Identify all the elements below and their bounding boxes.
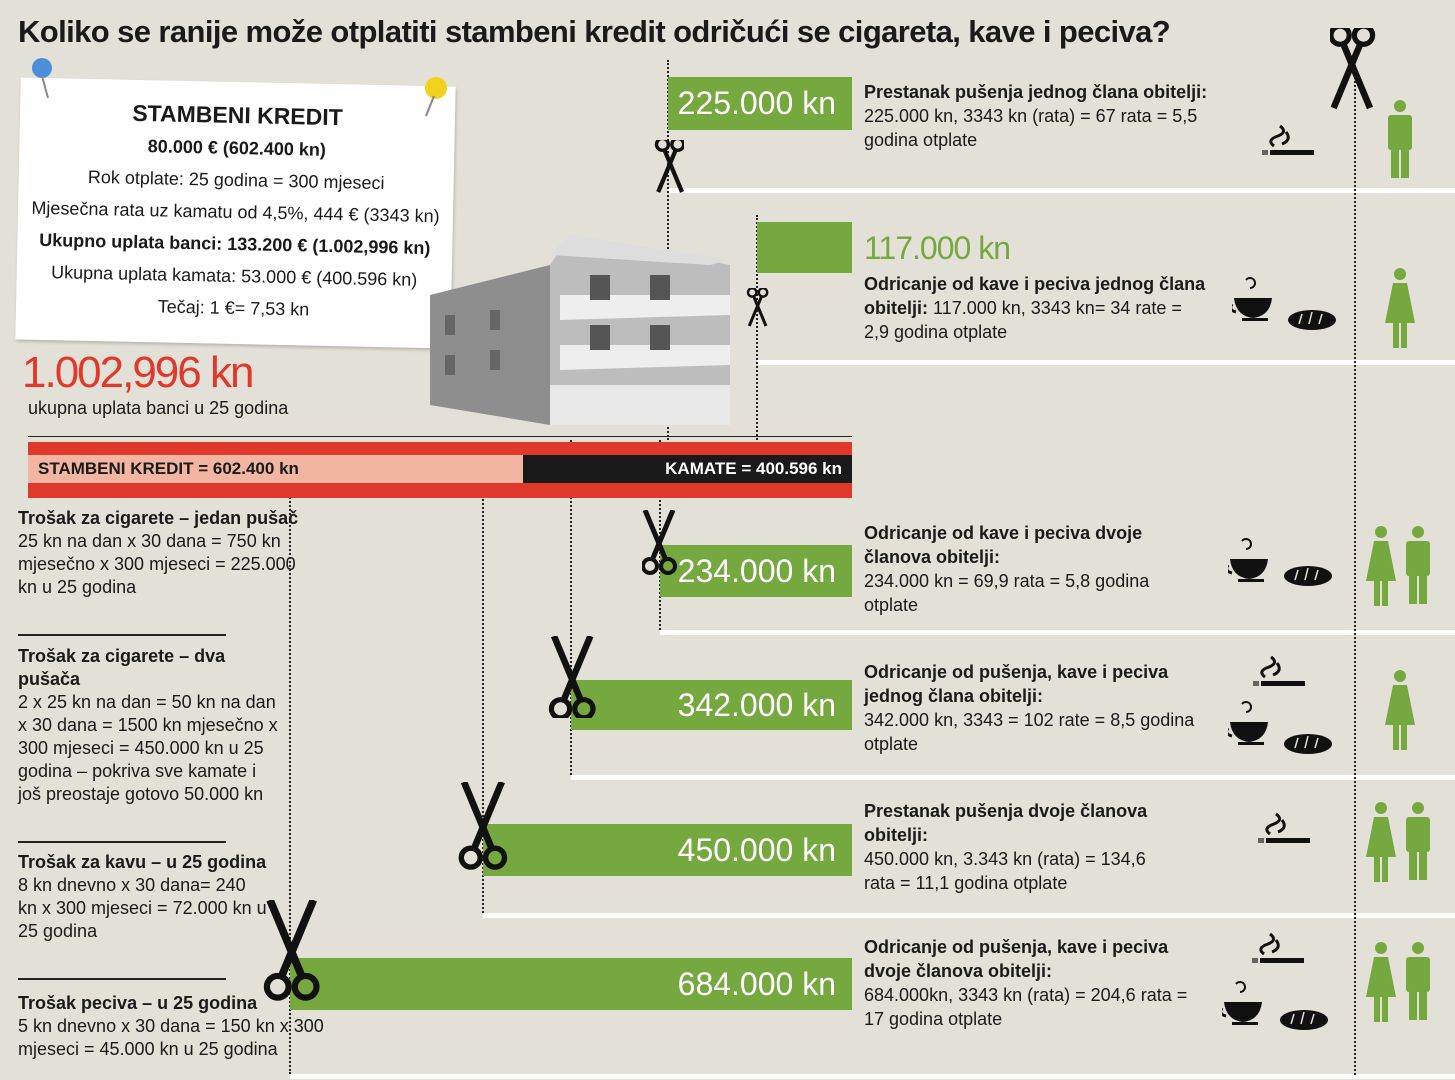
scenario-title: Odricanje od pušenja, kave i peciva dvoj… xyxy=(864,937,1169,981)
row-divider xyxy=(290,1074,1455,1079)
scenario-desc-5: Prestanak pušenja dvoje članova obitelji… xyxy=(864,799,1164,895)
savings-amount: 342.000 kn xyxy=(677,686,836,723)
woman-icon xyxy=(1366,526,1396,606)
savings-amount: 225.000 kn xyxy=(677,85,836,121)
coffee-cup-icon xyxy=(1228,700,1270,747)
savings-amount: 117.000 kn xyxy=(864,230,1011,266)
loan-interest-segment: KAMATE = 400.596 kn xyxy=(522,455,852,483)
scenario-desc-3: Odricanje od kave i peciva dvoje članova… xyxy=(864,521,1164,617)
note-text: 8 kn dnevno x 30 dana= 240 kn x 300 mjes… xyxy=(18,875,267,941)
scenario-text: 450.000 kn, 3.343 kn (rata) = 134,6 rata… xyxy=(864,849,1146,893)
dotted-guide xyxy=(482,490,484,913)
scenario-desc-6: Odricanje od pušenja, kave i peciva dvoj… xyxy=(864,935,1204,1031)
bread-icon xyxy=(1284,566,1333,587)
note-divider xyxy=(18,634,226,636)
principal-label: STAMBENI KREDIT = 602.400 kn xyxy=(38,459,299,478)
loan-bar-frame: STAMBENI KREDIT = 602.400 kn KAMATE = 40… xyxy=(28,442,852,498)
woman-icon xyxy=(1385,670,1415,750)
scenario-desc-2: Odricanje od kave i peciva jednog člana … xyxy=(864,272,1209,344)
savings-bar-4: 342.000 kn xyxy=(571,680,852,730)
row-divider xyxy=(483,913,1455,918)
scenario-text: 225.000 kn, 3343 kn (rata) = 67 rata = 5… xyxy=(864,106,1198,150)
scenario-title: Odricanje od kave i peciva jednog člana … xyxy=(864,274,1206,318)
woman-icon xyxy=(1385,268,1415,348)
apartment-building-illustration xyxy=(430,235,730,425)
savings-amount: 684.000 kn xyxy=(677,965,836,1002)
scenario-text: 234.000 kn = 69,9 rata = 5,8 godina otpl… xyxy=(864,571,1150,615)
page-title: Koliko se ranije može otplatiti stambeni… xyxy=(18,14,1171,49)
woman-icon xyxy=(1366,802,1396,882)
interest-label: KAMATE = 400.596 kn xyxy=(665,459,842,478)
note-title: Trošak peciva – u 25 godina xyxy=(18,993,258,1013)
scenario-title: Prestanak pušenja jednog člana obitelji: xyxy=(864,82,1208,102)
scenario-text: 117.000 kn, 3343 kn= 34 rate = 2,9 godin… xyxy=(864,298,1182,342)
man-icon xyxy=(1388,100,1412,178)
scissors-icon xyxy=(642,510,682,575)
coffee-cup-icon xyxy=(1228,537,1270,584)
bread-icon xyxy=(1288,310,1337,331)
savings-bar-2 xyxy=(757,222,852,273)
bread-icon xyxy=(1284,734,1333,755)
yellow-pushpin-icon xyxy=(425,77,447,117)
savings-bar-1: 225.000 kn xyxy=(668,77,852,130)
man-icon xyxy=(1406,802,1430,880)
scenario-desc-1: Prestanak pušenja jednog člana obitelji:… xyxy=(864,80,1209,152)
loan-card: STAMBENI KREDIT 80.000 € (602.400 kn) Ro… xyxy=(15,77,456,349)
note-text: 5 kn dnevno x 30 dana = 150 kn x 300 mje… xyxy=(18,1016,324,1059)
total-payment-big: 1.002,996 kn xyxy=(22,348,254,397)
cigarette-icon xyxy=(1253,655,1307,688)
dotted-guide xyxy=(1354,60,1356,1075)
blue-pushpin-icon xyxy=(32,58,52,99)
bread-icon xyxy=(1280,1010,1329,1031)
dotted-guide xyxy=(667,60,669,440)
cigarette-icon xyxy=(1258,812,1312,845)
scenario-title: Odricanje od pušenja, kave i peciva jedn… xyxy=(864,662,1169,706)
row-divider xyxy=(571,775,1455,780)
dotted-guide xyxy=(570,440,572,775)
scenario-title: Odricanje od kave i peciva dvoje članova… xyxy=(864,523,1143,567)
note-pastry: Trošak peciva – u 25 godina 5 kn dnevno x… xyxy=(18,992,328,1061)
savings-amount: 234.000 kn xyxy=(677,552,836,589)
woman-icon xyxy=(1366,942,1396,1022)
note-divider xyxy=(18,978,226,980)
coffee-cup-icon xyxy=(1222,980,1264,1027)
coffee-cup-icon xyxy=(1232,276,1274,323)
note-title: Trošak za kavu – u 25 godina xyxy=(18,852,267,872)
cigarette-icon xyxy=(1262,124,1316,157)
scissors-icon xyxy=(652,140,684,195)
total-payment-caption: ukupna uplata banci u 25 godina xyxy=(28,398,289,418)
scenario-title: Prestanak pušenja dvoje članova obitelji… xyxy=(864,801,1148,845)
savings-amount: 450.000 kn xyxy=(677,831,836,868)
scenario-text: 684.000kn, 3343 kn (rata) = 204,6 rata =… xyxy=(864,985,1188,1029)
note-coffee: Trošak za kavu – u 25 godina 8 kn dnevno … xyxy=(18,851,268,943)
savings-bar-5: 450.000 kn xyxy=(483,824,852,876)
savings-bar-3: 234.000 kn xyxy=(660,545,852,597)
note-divider xyxy=(18,841,226,843)
bar-bracket xyxy=(28,436,852,438)
scissors-icon xyxy=(746,288,769,328)
row-divider xyxy=(660,630,1455,635)
row-divider xyxy=(668,188,1455,193)
scissors-icon xyxy=(458,782,510,870)
note-cigarettes-one: Trošak za cigarete – jedan pušač 25 kn na… xyxy=(18,507,318,599)
scissors-icon xyxy=(262,900,322,1005)
scissors-icon xyxy=(548,636,600,718)
man-icon xyxy=(1406,526,1430,604)
man-icon xyxy=(1406,942,1430,1020)
scissors-icon-large xyxy=(1330,28,1380,110)
cigarette-icon xyxy=(1252,932,1306,965)
dotted-guide xyxy=(289,490,291,1074)
loan-principal-segment: STAMBENI KREDIT = 602.400 kn xyxy=(28,455,523,483)
note-text: 2 x 25 kn na dan = 50 kn na dan x 30 dan… xyxy=(18,692,278,804)
scenario-desc-4: Odricanje od pušenja, kave i peciva jedn… xyxy=(864,660,1209,756)
dotted-guide xyxy=(756,215,758,440)
note-text: 25 kn na dan x 30 dana = 750 kn mjesečno… xyxy=(18,531,296,597)
savings-bar-6: 684.000 kn xyxy=(290,958,852,1010)
note-title: Trošak za cigarete – dva pušača xyxy=(18,646,226,689)
scenario-text: 342.000 kn, 3343 = 102 rate = 8,5 godina… xyxy=(864,710,1195,754)
row-divider xyxy=(757,360,1455,365)
note-title: Trošak za cigarete – jedan pušač xyxy=(18,508,299,528)
